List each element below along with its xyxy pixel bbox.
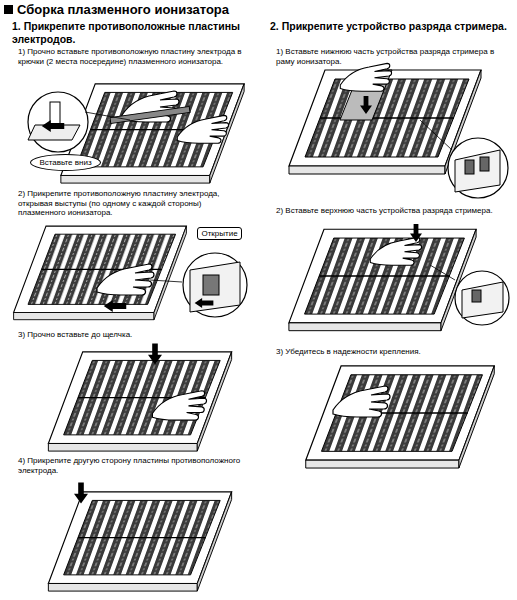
step-text: 1) Вставьте нижнюю часть устройства разр… bbox=[276, 47, 512, 66]
step-heading: 1. Прикрепите противоположные пластины э… bbox=[12, 20, 254, 45]
figure-1-3 bbox=[48, 344, 231, 452]
title-bullet bbox=[4, 5, 13, 14]
step-text: 2) Вставьте верхнюю часть устройства раз… bbox=[276, 206, 512, 216]
callout-text: Открытие bbox=[201, 229, 237, 238]
figure-2-3 bbox=[306, 366, 495, 468]
figure-1-1 bbox=[28, 84, 244, 183]
step-text: 4) Прикрепите другую сторону пластины пр… bbox=[18, 456, 252, 475]
step-text: 1) Прочно вставьте противоположную пласт… bbox=[18, 47, 250, 66]
figure-2-1 bbox=[289, 63, 508, 198]
callout-box: Открытие bbox=[197, 227, 242, 240]
step-text: 3) Убедитесь в надежности крепления. bbox=[276, 347, 512, 357]
step-text: 2) Прикрепите противоположную пластину э… bbox=[18, 189, 243, 218]
figure-2-2 bbox=[289, 224, 509, 331]
figure-1-4 bbox=[48, 483, 231, 592]
figure-1-2 bbox=[14, 226, 247, 320]
step-text: 3) Прочно вставьте до щелчка. bbox=[18, 330, 250, 340]
step-heading: 2. Прикрепите устройство разряда стример… bbox=[270, 20, 514, 33]
callout-text: Вставьте вниз bbox=[39, 158, 91, 167]
callout-box: Вставьте вниз bbox=[30, 154, 101, 171]
page-title: Сборка плазменного ионизатора bbox=[17, 2, 229, 18]
